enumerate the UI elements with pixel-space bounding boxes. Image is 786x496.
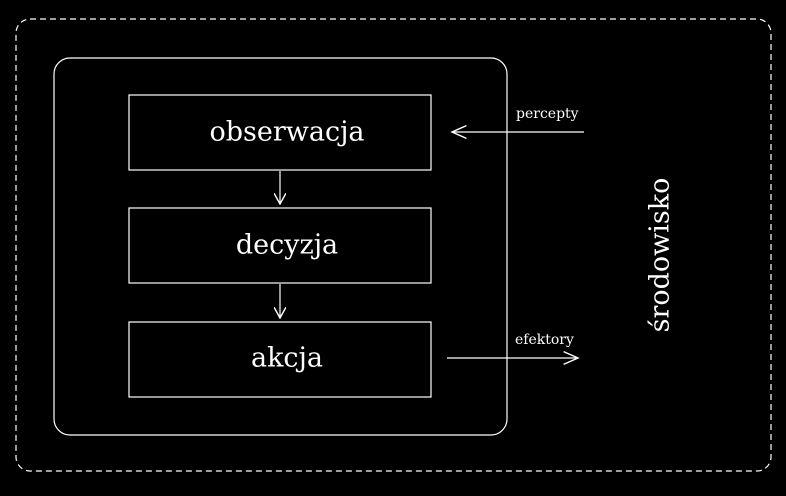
decision-label: decyzja (236, 230, 338, 261)
observation-node: obserwacja (128, 94, 432, 171)
action-node: akcja (128, 321, 432, 398)
action-label: akcja (251, 343, 323, 374)
percepts-label: percepty (516, 106, 579, 122)
effectors-label: efektory (515, 332, 574, 348)
observation-box (128, 94, 432, 171)
environment-boundary (15, 18, 772, 472)
decision-node: decyzja (128, 207, 432, 284)
agent-boundary (53, 57, 508, 436)
decision-box (128, 207, 432, 284)
observation-label: obserwacja (209, 117, 364, 148)
environment-label: środowisko (645, 178, 676, 333)
action-box (128, 321, 432, 398)
